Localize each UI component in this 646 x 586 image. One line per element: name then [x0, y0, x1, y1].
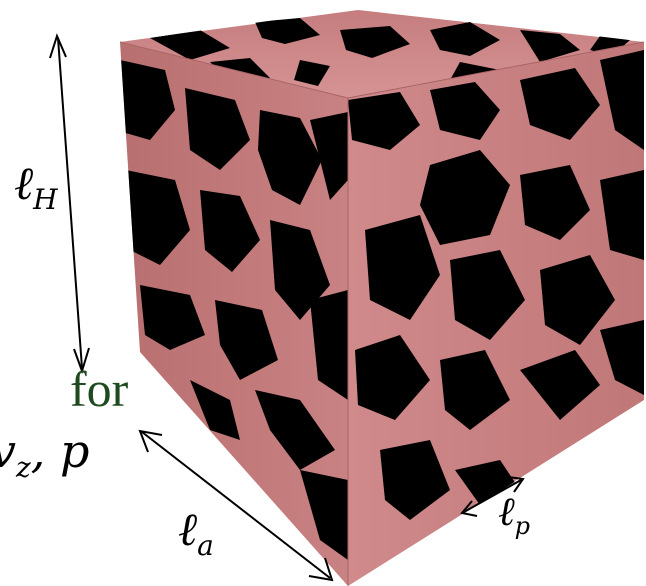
- cube-right-face: [348, 42, 644, 586]
- cutoff-text-variables: vz, p: [0, 428, 89, 482]
- cube-edges: [119, 41, 645, 586]
- length-p-label-subscript: p: [514, 512, 531, 540]
- length-a-label: ℓa: [178, 506, 214, 560]
- length-p-label: ℓp: [498, 492, 530, 538]
- length-p-label-symbol: ℓ: [498, 489, 515, 535]
- height-label-subscript: H: [33, 183, 58, 217]
- cutoff-text-v: v: [0, 424, 16, 478]
- height-label-symbol: ℓ: [14, 156, 34, 210]
- height-arrow: [49, 33, 90, 375]
- cutoff-text-sub: z: [16, 451, 31, 485]
- length-a-arrow: [138, 429, 334, 582]
- length-a-label-symbol: ℓ: [178, 502, 198, 556]
- cutoff-text-for: for: [70, 361, 129, 417]
- length-a-label-subscript: a: [197, 529, 214, 563]
- cube-left-face: [120, 42, 348, 586]
- height-label: ℓH: [14, 160, 58, 214]
- length-p-arrow: [460, 476, 525, 517]
- cutoff-text-rest: , p: [30, 424, 90, 478]
